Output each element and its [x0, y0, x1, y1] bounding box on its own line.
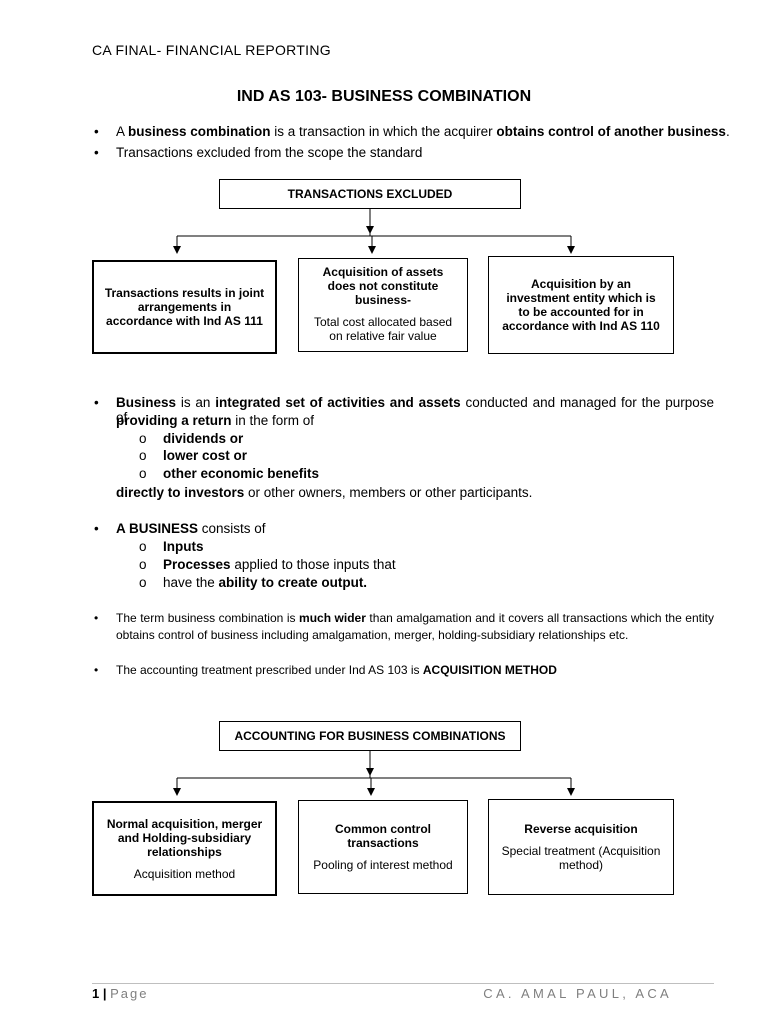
normal-acquisition-box: Normal acquisition, merger and Holding-s…	[92, 801, 277, 896]
box-note: Pooling of interest method	[313, 858, 453, 872]
accounting-root-box: ACCOUNTING FOR BUSINESS COMBINATIONS	[219, 721, 521, 751]
bullet-text: Business is an integrated set of activit…	[116, 395, 714, 425]
page-title: IND AS 103- BUSINESS COMBINATION	[236, 88, 532, 105]
bullet-dot: •	[94, 124, 99, 139]
box-heading: ACCOUNTING FOR BUSINESS COMBINATIONS	[234, 729, 506, 743]
business-line-2: providing a return in the form of	[116, 413, 315, 428]
excluded-investment-entity-box: Acquisition by an investment entity whic…	[488, 256, 674, 354]
common-control-box: Common control transactions Pooling of i…	[298, 800, 468, 894]
bullet-dot: •	[94, 395, 99, 410]
reverse-acquisition-box: Reverse acquisition Special treatment (A…	[488, 799, 674, 895]
bullet-dot: •	[94, 663, 99, 677]
box-heading: Acquisition by an investment entity whic…	[502, 277, 660, 333]
bullet-text: A business combination is a transaction …	[116, 124, 730, 139]
box-note: Total cost allocated based on relative f…	[313, 315, 453, 343]
running-header: CA FINAL- FINANCIAL REPORTING	[92, 42, 331, 58]
page-number: 1 | Page	[92, 986, 149, 1001]
box-heading: Normal acquisition, merger and Holding-s…	[106, 816, 263, 859]
bullet-dot: •	[94, 611, 99, 625]
excluded-asset-acquisition-box: Acquisition of assets does not constitut…	[298, 258, 468, 352]
box-heading: TRANSACTIONS EXCLUDED	[287, 187, 453, 201]
excluded-joint-arrangements-box: Transactions results in joint arrangemen…	[92, 260, 277, 354]
box-note: Special treatment (Acquisition method)	[501, 844, 661, 872]
box-heading: Acquisition of assets does not constitut…	[322, 265, 444, 307]
footer-divider	[92, 983, 714, 984]
bullet-dot: •	[94, 521, 99, 536]
box-heading: Reverse acquisition	[524, 822, 638, 836]
bullet-text: A BUSINESS consists of	[116, 521, 266, 536]
wider-line-2: obtains control of business including am…	[116, 628, 629, 642]
business-line-last: directly to investors or other owners, m…	[116, 485, 533, 500]
excluded-root-box: TRANSACTIONS EXCLUDED	[219, 179, 521, 209]
bullet-text: Transactions excluded from the scope the…	[116, 145, 423, 160]
box-heading: Common control transactions	[335, 822, 431, 850]
box-note: Acquisition method	[133, 866, 236, 881]
box-heading: Transactions results in joint arrangemen…	[104, 286, 265, 328]
bullet-text: The term business combination is much wi…	[116, 611, 714, 625]
bullet-text: The accounting treatment prescribed unde…	[116, 663, 557, 677]
footer-author: CA. AMAL PAUL, ACA	[483, 986, 672, 1001]
bullet-dot: •	[94, 145, 99, 160]
